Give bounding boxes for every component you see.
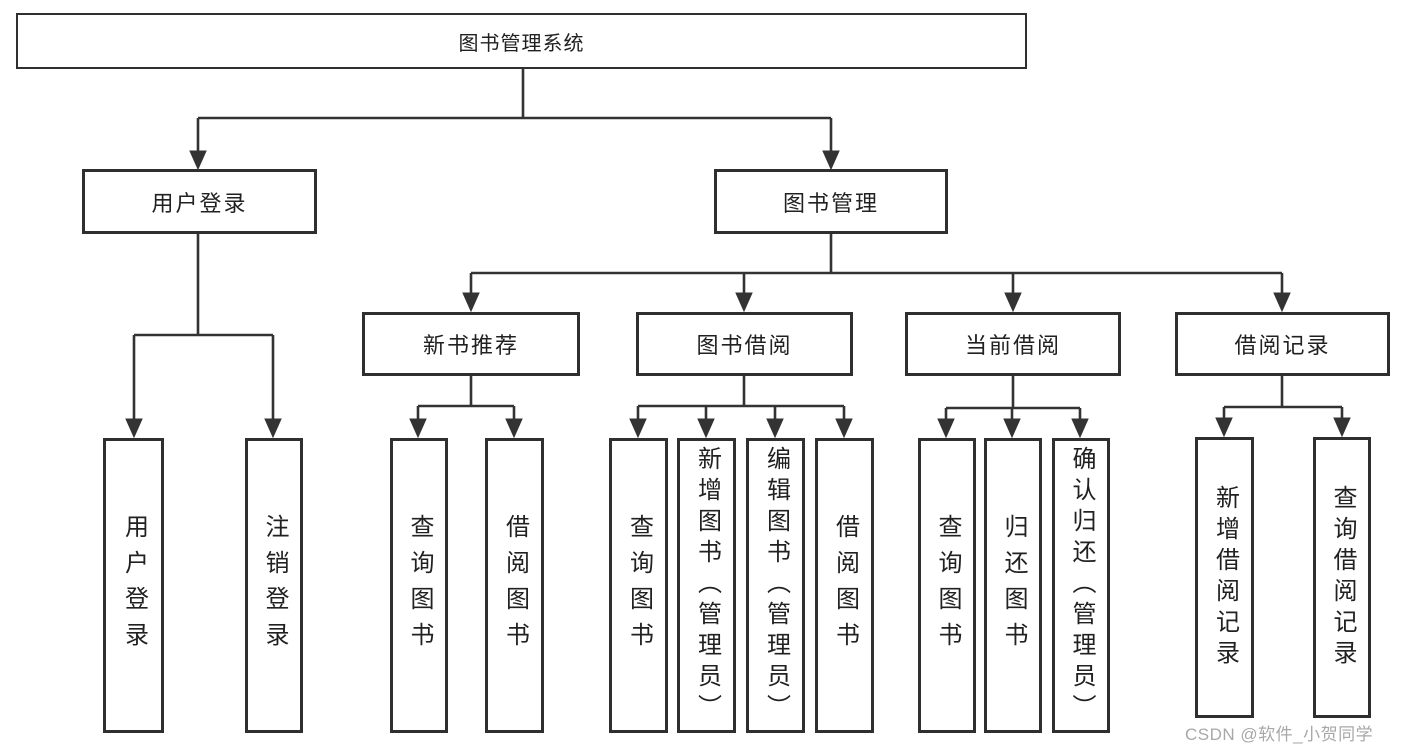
node-current-borrow-label: 当前借阅	[964, 333, 1061, 358]
leaf-current-return-book: 归还图书	[984, 438, 1042, 733]
node-book-management-label: 图书管理	[782, 190, 879, 216]
node-new-book-recommend: 新书推荐	[362, 312, 580, 376]
node-user-login-label: 用户登录	[151, 190, 248, 216]
leaf-borrow-query-book-label: 查询图书	[625, 513, 653, 658]
leaf-current-confirm-return-admin: 确认归还（管理员）	[1052, 438, 1110, 733]
connector-current-children	[937, 376, 1089, 439]
connector-borrow-children	[629, 376, 853, 439]
node-borrow-records-label: 借阅记录	[1234, 333, 1331, 358]
leaf-recommend-borrow-book-label: 借阅图书	[501, 513, 529, 658]
node-new-book-recommend-label: 新书推荐	[422, 333, 519, 358]
leaf-current-confirm-return-admin-label: 确认归还（管理员）	[1068, 446, 1095, 725]
leaf-current-query-book: 查询图书	[918, 438, 976, 733]
leaf-borrow-add-book-admin: 新增图书（管理员）	[677, 438, 736, 733]
node-book-management: 图书管理	[714, 169, 948, 234]
node-root: 图书管理系统	[16, 13, 1027, 69]
connector-root-to-level2	[189, 69, 840, 171]
node-current-borrow: 当前借阅	[905, 312, 1121, 376]
leaf-borrow-borrow-book-label: 借阅图书	[831, 513, 859, 658]
leaf-records-add-record: 新增借阅记录	[1195, 437, 1254, 718]
leaf-recommend-query-book: 查询图书	[390, 438, 448, 733]
leaf-records-query-record-label: 查询借阅记录	[1329, 484, 1356, 671]
leaf-borrow-add-book-admin-label: 新增图书（管理员）	[693, 446, 721, 725]
leaf-records-add-record-label: 新增借阅记录	[1211, 484, 1239, 671]
node-book-borrow: 图书借阅	[636, 312, 853, 376]
connector-records-children	[1215, 376, 1351, 438]
leaf-current-return-book-label: 归还图书	[1000, 513, 1027, 658]
leaf-records-query-record: 查询借阅记录	[1313, 437, 1371, 718]
node-book-borrow-label: 图书借阅	[696, 333, 793, 358]
leaf-borrow-edit-book-admin-label: 编辑图书（管理员）	[762, 446, 790, 725]
leaf-borrow-edit-book-admin: 编辑图书（管理员）	[746, 438, 805, 733]
leaf-user-login: 用户登录	[103, 438, 164, 733]
leaf-borrow-borrow-book: 借阅图书	[815, 438, 874, 733]
csdn-watermark: CSDN @软件_小贺同学	[1185, 725, 1374, 744]
leaf-recommend-query-book-label: 查询图书	[406, 513, 433, 658]
leaf-borrow-query-book: 查询图书	[609, 438, 668, 733]
connector-recommend-children	[409, 376, 523, 439]
node-root-label: 图书管理系统	[458, 32, 585, 55]
leaf-recommend-borrow-book: 借阅图书	[485, 438, 544, 733]
node-borrow-records: 借阅记录	[1175, 312, 1390, 376]
connector-book-management-children	[462, 234, 1291, 313]
connector-user-login-children	[125, 234, 282, 439]
leaf-logout: 注销登录	[245, 438, 303, 733]
leaf-user-login-label: 用户登录	[120, 513, 148, 658]
node-user-login: 用户登录	[82, 169, 317, 234]
leaf-logout-label: 注销登录	[261, 513, 288, 658]
leaf-current-query-book-label: 查询图书	[934, 513, 961, 658]
